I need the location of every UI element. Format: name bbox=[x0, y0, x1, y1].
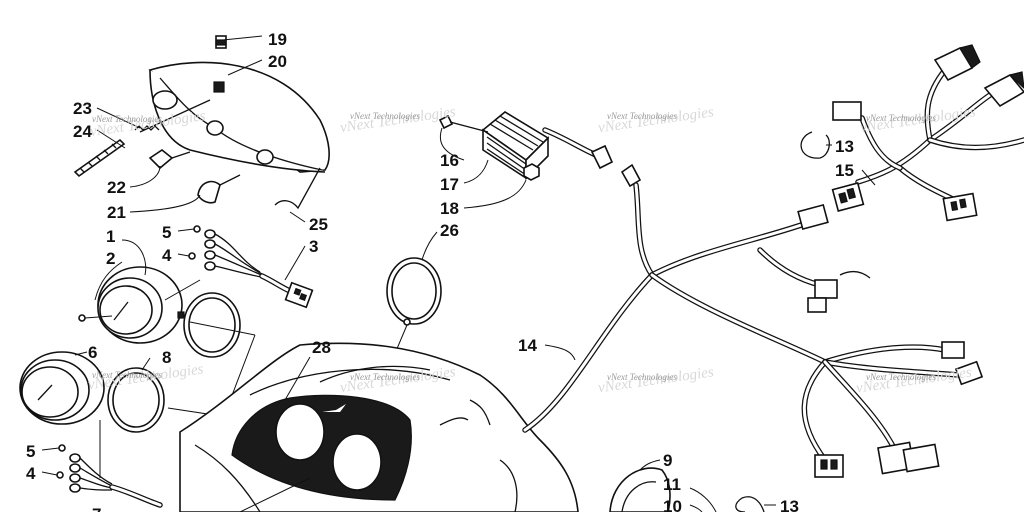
voltage-regulator bbox=[438, 111, 642, 209]
callout-6: 6 bbox=[88, 343, 97, 362]
callout-5: 5 bbox=[162, 223, 171, 242]
callout-25: 25 bbox=[309, 215, 328, 234]
tachometer-gauge bbox=[19, 351, 105, 425]
callout-26: 26 bbox=[440, 221, 459, 240]
gauge-harness-lower bbox=[41, 420, 163, 508]
lower-bezel-parts bbox=[609, 459, 776, 512]
main-wiring-harness bbox=[522, 44, 1024, 512]
callout-23: 23 bbox=[73, 99, 92, 118]
callout-19: 19 bbox=[268, 30, 287, 49]
callout-20: 20 bbox=[268, 52, 287, 71]
callout-24: 24 bbox=[73, 122, 92, 141]
callout-16: 16 bbox=[440, 151, 459, 170]
callout-18: 18 bbox=[440, 199, 459, 218]
speedometer-gauge bbox=[78, 239, 185, 344]
callout-4: 4 bbox=[162, 246, 172, 265]
watermark-text: vNext Technologies bbox=[866, 372, 936, 382]
callout-21: 21 bbox=[107, 203, 126, 222]
callout-13: 13 bbox=[835, 137, 854, 156]
callout-11: 11 bbox=[663, 475, 681, 494]
callout-10: 10 bbox=[663, 497, 682, 512]
gauge-bezel-rings bbox=[107, 292, 301, 441]
callout-8: 8 bbox=[162, 348, 171, 367]
callout-labels: 19 20 23 24 22 21 25 1 2 5 4 3 6 8 5 4 7… bbox=[26, 30, 854, 512]
callout-5-lower: 5 bbox=[26, 442, 35, 461]
callout-17: 17 bbox=[440, 175, 459, 194]
watermark-text: vNext Technologies bbox=[350, 111, 420, 121]
callout-1: 1 bbox=[106, 227, 115, 246]
callout-14: 14 bbox=[518, 336, 537, 355]
watermark-text: vNext Technologies bbox=[607, 372, 677, 382]
watermark-text: vNext Technologies bbox=[866, 113, 936, 123]
callout-3: 3 bbox=[309, 237, 318, 256]
hood-dash-panel bbox=[179, 342, 579, 512]
watermark-text: vNext Technologies bbox=[350, 372, 420, 382]
gauge-harness-upper bbox=[164, 225, 314, 309]
callout-4-lower: 4 bbox=[26, 464, 36, 483]
headlight-assembly bbox=[73, 35, 330, 223]
callout-28: 28 bbox=[312, 338, 331, 357]
watermark-text: vNext Technologies bbox=[607, 111, 677, 121]
watermark-text: vNext Technologies bbox=[92, 114, 162, 124]
callout-7: 7 bbox=[92, 505, 101, 512]
callout-13-lower: 13 bbox=[780, 497, 799, 512]
callout-15: 15 bbox=[835, 161, 854, 180]
callout-2: 2 bbox=[106, 249, 115, 268]
callout-9: 9 bbox=[663, 451, 672, 470]
watermark-text: vNext Technologies bbox=[92, 370, 162, 380]
callout-22: 22 bbox=[107, 178, 126, 197]
